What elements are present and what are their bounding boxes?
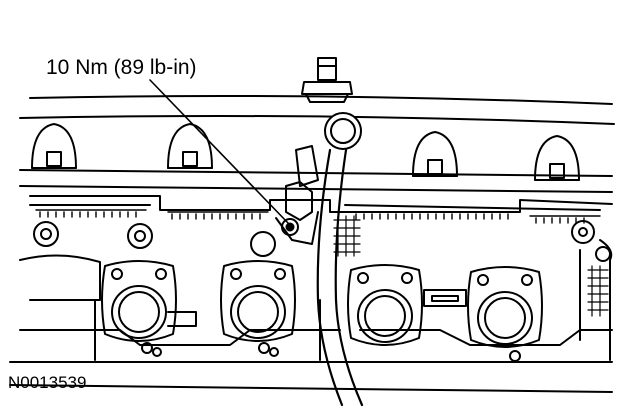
port — [220, 260, 296, 357]
port — [467, 266, 543, 362]
manifold-flange — [9, 195, 613, 393]
top-stud — [301, 57, 353, 103]
dome-nut — [167, 123, 213, 169]
grid-section — [333, 215, 609, 317]
port — [101, 260, 177, 357]
torque-callout-label: 10 Nm (89 lb-in) — [46, 56, 197, 79]
hatch-strips — [35, 209, 601, 224]
port — [347, 264, 423, 346]
dome-nut — [412, 131, 458, 177]
dome-nut — [534, 135, 580, 181]
slotted-bracket — [167, 289, 467, 327]
figure-id: N0013539 — [8, 373, 87, 392]
bosses — [33, 220, 611, 262]
port-lobes — [101, 260, 543, 362]
callout-bolt — [275, 145, 319, 245]
dome-nuts — [31, 123, 580, 181]
callout-leader — [149, 79, 289, 224]
ground-strap — [316, 112, 364, 407]
dome-nut — [31, 123, 77, 169]
